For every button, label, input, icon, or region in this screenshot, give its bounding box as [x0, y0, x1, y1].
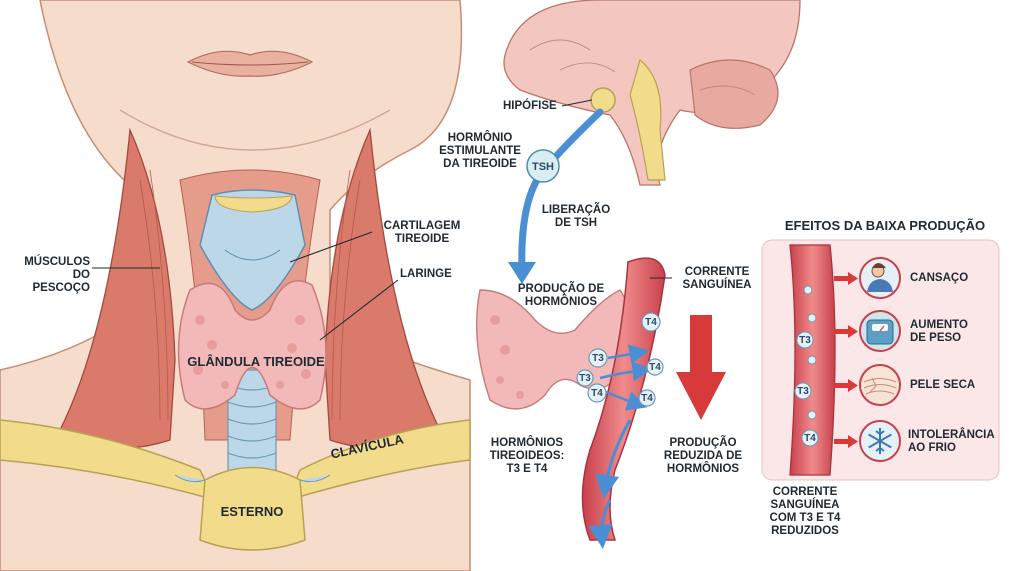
- tsh-path-arrow: [518, 108, 604, 274]
- hipofise-leader: [561, 99, 593, 107]
- dry-skin-icon: [863, 377, 897, 395]
- t3-bubble-label-2: T3: [579, 373, 591, 384]
- tsh-full-label: HORMÔNIO ESTIMULANTE DA TIREOIDE: [430, 132, 530, 171]
- tsh-full-line-1: HORMÔNIO: [447, 132, 513, 144]
- hipofise-label: HIPÓFISE: [503, 100, 557, 112]
- brain: [503, 0, 801, 186]
- hormone-arrows: [599, 344, 653, 411]
- panel-caption-line-2: SANGUÍNEA: [770, 499, 840, 511]
- musculos-label: MÚSCULOS DO PESCOÇO: [18, 256, 90, 295]
- tsh-badge-circle: [526, 149, 560, 183]
- corrente-line-1: CORRENTE: [684, 266, 750, 278]
- reduzida-label: PRODUÇÃO REDUZIDA DE HORMÔNIOS: [658, 437, 748, 476]
- left-leader-lines: [92, 231, 399, 341]
- tsh-badge-label: TSH: [532, 161, 554, 173]
- cartilagem-label: CARTILAGEM TIREOIDE: [372, 220, 472, 246]
- corrente-label: CORRENTE SANGUÍNEA: [672, 266, 762, 292]
- hormone-bubbles: [576, 312, 664, 407]
- producao-label: PRODUÇÃO DE HORMÔNIOS: [516, 283, 606, 309]
- clavicles-sternum: [0, 419, 471, 551]
- panel-caption-line-4: REDUZIDOS: [771, 525, 839, 537]
- hormonios-line-1: HORMÔNIOS: [490, 437, 564, 449]
- effect-intolerancia-line-2: AO FRIO: [908, 442, 956, 454]
- liberacao-label: LIBERAÇÃO DE TSH: [536, 204, 616, 230]
- laringe-label: LARINGE: [400, 268, 452, 280]
- musculos-line-2: DO PESCOÇO: [32, 269, 90, 294]
- effect-intolerancia: INTOLERÂNCIA AO FRIO: [908, 429, 995, 455]
- producao-line-1: PRODUÇÃO DE: [517, 283, 605, 295]
- reduzida-line-1: PRODUÇÃO: [669, 437, 737, 449]
- thyroid-gland: [177, 280, 327, 410]
- tsh-arrow-head: [508, 262, 536, 284]
- panel-caption-line-3: COM T3 E T4: [769, 512, 841, 524]
- effect-aumento-peso: AUMENTO DE PESO: [910, 319, 968, 345]
- panel-t4-label: T4: [804, 433, 816, 444]
- t4-bubble-label-3: T4: [649, 362, 661, 373]
- cartilagem-line-1: CARTILAGEM: [383, 220, 461, 232]
- panel-red-arrows: [834, 272, 858, 448]
- hormonios-line-3: T3 E T4: [506, 463, 548, 475]
- effect-cansaco: CANSAÇO: [910, 272, 968, 285]
- effect-aumento-line-2: DE PESO: [910, 332, 962, 344]
- t4-bubble-label: T4: [591, 388, 603, 399]
- liberacao-line-1: LIBERAÇÃO: [541, 204, 611, 216]
- panel-t3-label-2: T3: [797, 386, 809, 397]
- glandula-label: GLÂNDULA TIREOIDE: [187, 354, 325, 369]
- cartilagem-line-2: TIREOIDE: [394, 233, 450, 245]
- scale-icon: [866, 319, 894, 345]
- effect-aumento-line-1: AUMENTO: [910, 319, 968, 331]
- t4-bubble-label-2: T4: [645, 317, 657, 328]
- panel-caption-line-1: CORRENTE: [772, 486, 838, 498]
- vessel-flow-arrows: [588, 419, 632, 549]
- hormonios-line-2: TIREOIDEOS:: [489, 450, 565, 462]
- t3-bubble-label: T3: [592, 353, 604, 364]
- effect-cansaco-line-1: CANSAÇO: [910, 272, 969, 284]
- snowflake-icon: [868, 428, 892, 454]
- effect-pele-seca: PELE SECA: [910, 379, 975, 392]
- tired-person-icon: [867, 263, 893, 292]
- reduzida-line-2: REDUZIDA DE: [663, 450, 743, 462]
- t4-bubble-label-4: T4: [641, 393, 653, 404]
- tsh-full-line-2: ESTIMULANTE: [439, 145, 521, 157]
- hormonios-label: HORMÔNIOS TIREOIDEOS: T3 E T4: [482, 437, 572, 476]
- producao-line-2: HORMÔNIOS: [524, 296, 598, 308]
- reduzida-line-3: HORMÔNIOS: [666, 463, 740, 475]
- panel-bubbles: [794, 285, 819, 447]
- liberacao-line-2: DE TSH: [554, 217, 598, 229]
- effects-title: EFEITOS DA BAIXA PRODUÇÃO: [784, 218, 986, 233]
- musculos-line-1: MÚSCULOS: [24, 256, 90, 268]
- effect-pele-line-1: PELE SECA: [910, 379, 976, 391]
- tsh-full-line-3: DA TIREOIDE: [443, 158, 517, 170]
- panel-caption: CORRENTE SANGUÍNEA COM T3 E T4 REDUZIDOS: [760, 486, 850, 538]
- effect-intolerancia-line-1: INTOLERÂNCIA: [908, 429, 995, 441]
- thyroid-cartilage: [199, 189, 306, 311]
- esterno-label: ESTERNO: [220, 504, 284, 519]
- corrente-line-2: SANGUÍNEA: [682, 279, 752, 291]
- reduced-production-arrow: [676, 315, 726, 420]
- panel-t3-label: T3: [799, 335, 811, 346]
